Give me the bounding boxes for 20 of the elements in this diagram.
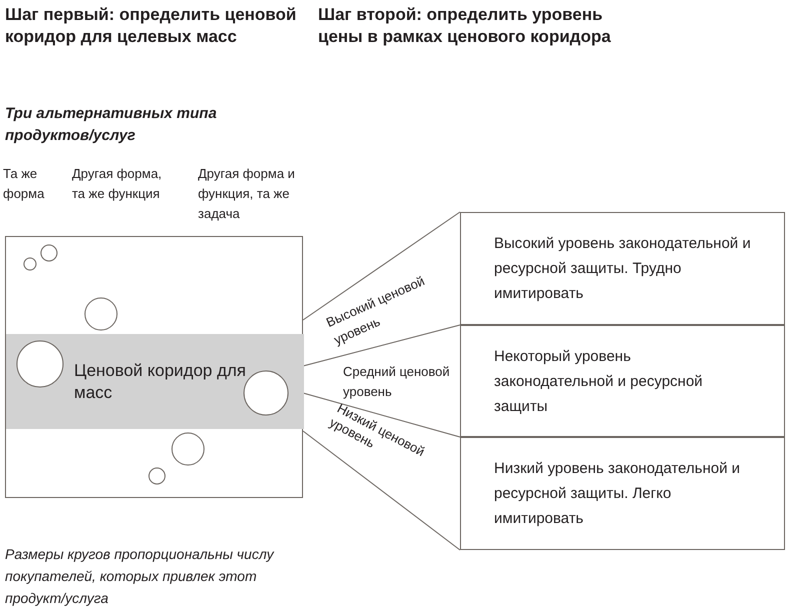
connector-line [302, 392, 460, 438]
connector-line [302, 324, 460, 366]
band-label: Ценовой коридор для масс [74, 360, 248, 404]
box-text: Высокий уровень законодательной и ресурсной защиты. Трудно имитировать [494, 234, 752, 304]
label-text: Шаг второй: определить уровень цены в рамках ценового коридора [318, 4, 612, 48]
box-text: Некоторый уровень законодательной и ресурсной защиты [494, 346, 704, 416]
protection-level-box [460, 212, 785, 325]
box-text: Низкий уровень законодательной и ресурсной защиты. Легко имитировать [494, 459, 742, 529]
connector-line [302, 212, 460, 320]
label-text: Другая форма и функция, та же задача [198, 165, 296, 223]
label-text: Шаг первый: определить ценовой коридор для целевых масс [5, 4, 298, 48]
label-text: Та же форма [3, 165, 46, 203]
diagram-frame [5, 236, 303, 498]
protection-level-box [460, 325, 785, 437]
label-text: Другая форма, та же функция [72, 165, 163, 203]
label-text: Средний ценовой уровень [343, 363, 451, 401]
label-text: Три альтернативных типа продуктов/услуг [5, 104, 218, 146]
protection-level-box [460, 437, 785, 550]
label-text: Размеры кругов пропорциональны числу покупателей, которых привлек этот продукт/услуга [5, 545, 276, 608]
connector-line [302, 430, 460, 550]
